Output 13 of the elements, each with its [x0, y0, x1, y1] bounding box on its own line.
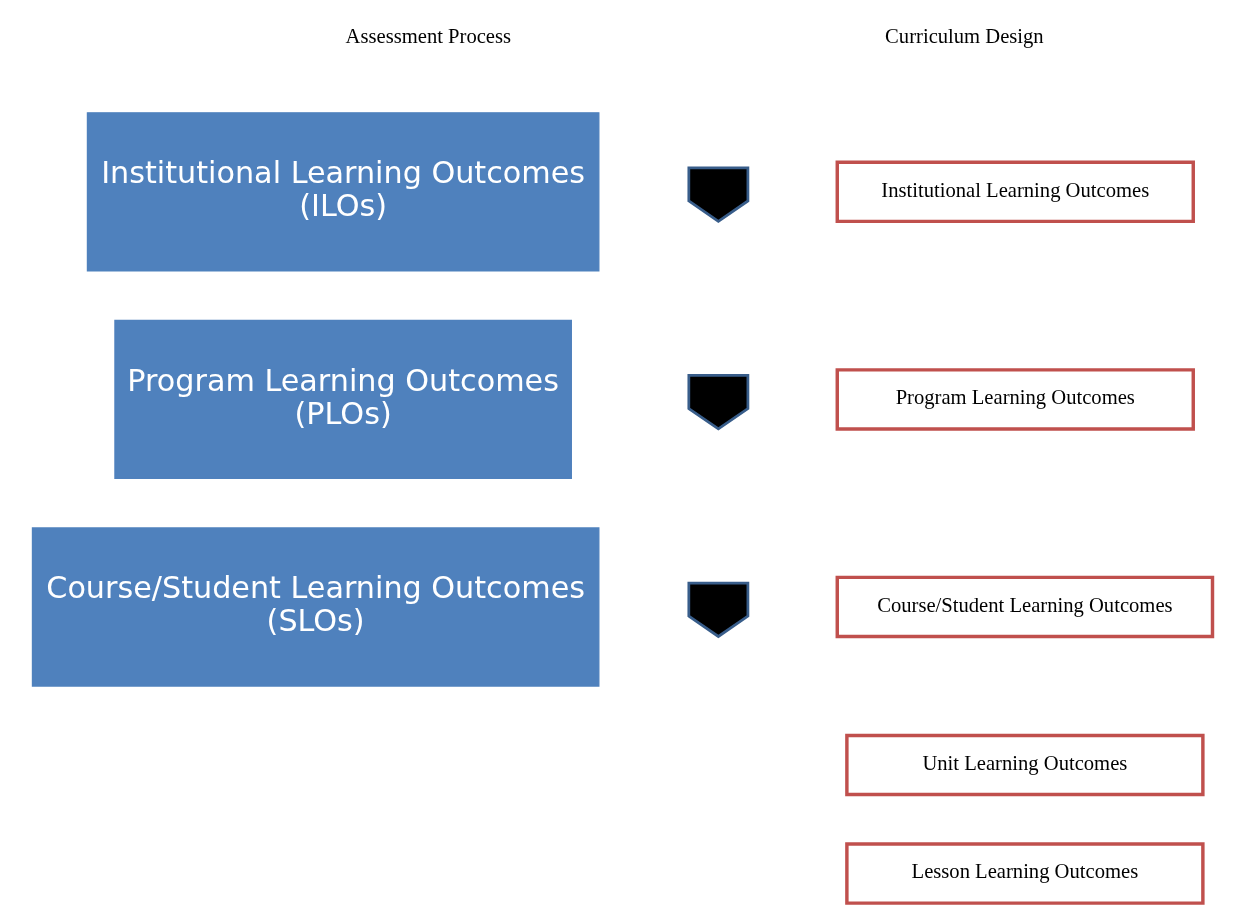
node-box: Institutional Learning Outcomes (ILOs)	[86, 112, 599, 272]
node-box: Course/Student Learning Outcomes	[835, 575, 1214, 639]
node-box: Course/Student Learning Outcomes (SLOs)	[31, 527, 599, 687]
label: Assessment Process	[345, 25, 511, 48]
node-box: Lesson Learning Outcomes	[844, 842, 1205, 905]
node-box: Program Learning Outcomes	[835, 368, 1195, 431]
node-arrow	[686, 166, 749, 224]
node-arrow	[686, 374, 749, 431]
node-arrow	[686, 581, 749, 639]
node-box: Unit Learning Outcomes	[844, 733, 1205, 797]
label: Curriculum Design	[884, 25, 1044, 48]
node-box: Program Learning Outcomes (PLOs)	[113, 319, 572, 480]
node-box: Institutional Learning Outcomes	[835, 160, 1195, 224]
